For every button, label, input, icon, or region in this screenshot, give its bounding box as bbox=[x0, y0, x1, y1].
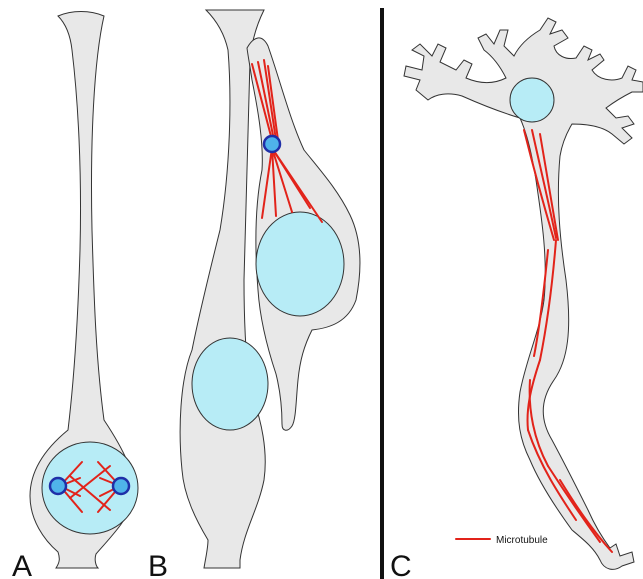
panel-a-label: A bbox=[12, 550, 32, 579]
panel-c: Microtubule C bbox=[390, 18, 643, 579]
panel-c-nucleus bbox=[510, 78, 554, 122]
panel-a: A bbox=[12, 12, 138, 579]
panel-b-label: B bbox=[148, 550, 168, 579]
panel-a-centrosome-right bbox=[113, 478, 129, 494]
panel-b-radial-glia-nucleus bbox=[192, 338, 268, 430]
panel-b-radial-glia-cell bbox=[180, 10, 265, 568]
panel-b-neuron-nucleus bbox=[256, 212, 344, 316]
panel-b-centrosome bbox=[264, 136, 280, 152]
legend: Microtubule bbox=[456, 535, 548, 546]
panel-a-centrosome-left bbox=[50, 478, 66, 494]
panel-c-label: C bbox=[390, 550, 412, 579]
panel-b: B bbox=[148, 10, 360, 579]
legend-label: Microtubule bbox=[496, 535, 548, 546]
